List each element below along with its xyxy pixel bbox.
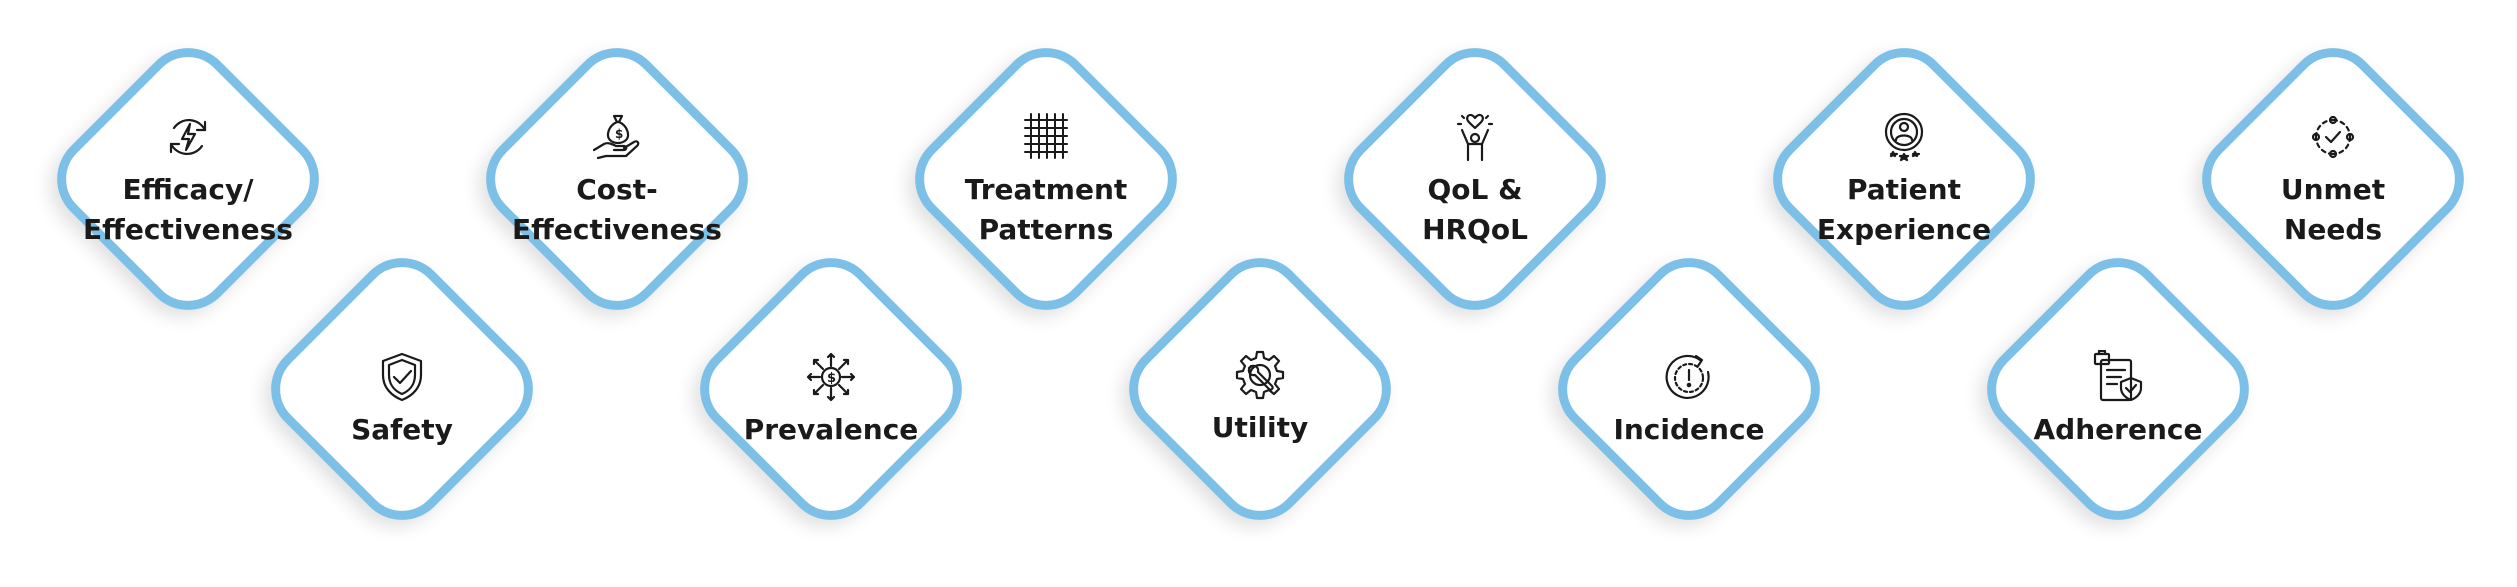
tile-label: Incidence [1613,413,1765,446]
tile-safety-content: Safety [252,290,552,510]
tile-label: Unmet Needs [2280,173,2386,246]
svg-text:$: $ [827,371,836,386]
tile-label: Patient Experience [1816,173,1992,246]
tile-prevalence-content: $ Prevalence [681,290,981,510]
tile-patient-content: Patient Experience [1754,70,2054,290]
tile-label: QoL & HRQoL [1422,173,1528,246]
document-shield-icon [2091,350,2145,404]
money-bag-hand-icon: $ [590,110,644,164]
tile-treatment-content: Treatment Patterns [896,70,1196,290]
tile-qol-content: QoL & HRQoL [1325,70,1625,290]
tile-label: Utility [1211,411,1309,444]
shield-check-icon [375,350,429,404]
gear-wrench-icon [1233,348,1287,402]
dollar-spread-icon: $ [804,350,858,404]
tile-incidence-content: Incidence [1539,290,1839,510]
pattern-grid-icon [1019,110,1073,164]
tile-label: Adherence [2033,413,2203,446]
svg-text:$: $ [615,127,623,141]
tile-cost-content: $ Cost- Effectiveness [467,70,767,290]
tile-label: Treatment Patterns [964,173,1128,246]
tile-adherence-content: Adherence [1968,290,2268,510]
check-cycle-icon [2306,110,2360,164]
patient-rating-icon [1877,110,1931,164]
tile-utility-content: Utility [1110,288,1410,508]
tile-label: Safety [351,413,453,446]
tile-unmet-content: Unmet Needs [2183,70,2483,290]
person-heart-icon [1448,110,1502,164]
tile-label: Prevalence [743,413,919,446]
alert-refresh-icon [1662,350,1716,404]
tile-label: Cost- Effectiveness [512,173,722,246]
efficacy-icon [161,110,215,164]
tile-efficacy-content: Efficacy/ Effectiveness [38,70,338,290]
tile-label: Efficacy/ Effectiveness [83,173,293,246]
